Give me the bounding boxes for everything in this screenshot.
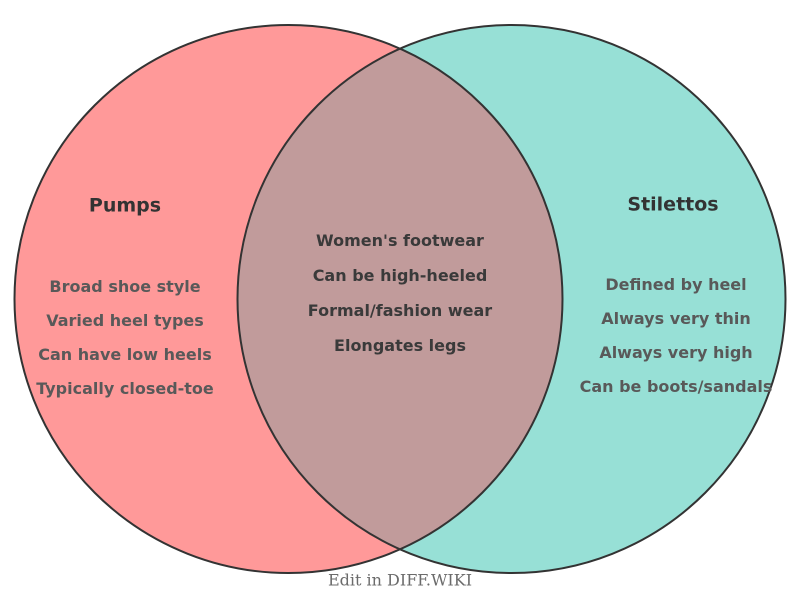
overlap-item: Can be high-heeled (312, 266, 488, 285)
left-set-item: Typically closed-toe (36, 379, 214, 398)
right-set-item: Always very thin (601, 309, 751, 328)
edit-in-diffwiki-link[interactable]: Edit in DIFF.WIKI (327, 570, 473, 590)
overlap-item: Formal/fashion wear (307, 301, 493, 320)
right-set-item: Can be boots/sandals (579, 377, 773, 396)
left-set-title: Pumps (88, 194, 162, 217)
left-set-item: Varied heel types (46, 311, 204, 330)
left-circle-outline (13, 24, 564, 574)
overlap-region (237, 48, 563, 550)
overlap-item: Women's footwear (316, 231, 484, 250)
left-set-item: Broad shoe style (49, 277, 201, 296)
right-set-item: Always very high (599, 343, 753, 362)
right-circle-outline (236, 24, 787, 574)
right-set-item: Defined by heel (605, 275, 747, 294)
left-set-item: Can have low heels (38, 345, 212, 364)
right-set-title: Stilettos (627, 193, 719, 216)
overlap-item: Elongates legs (334, 336, 466, 355)
